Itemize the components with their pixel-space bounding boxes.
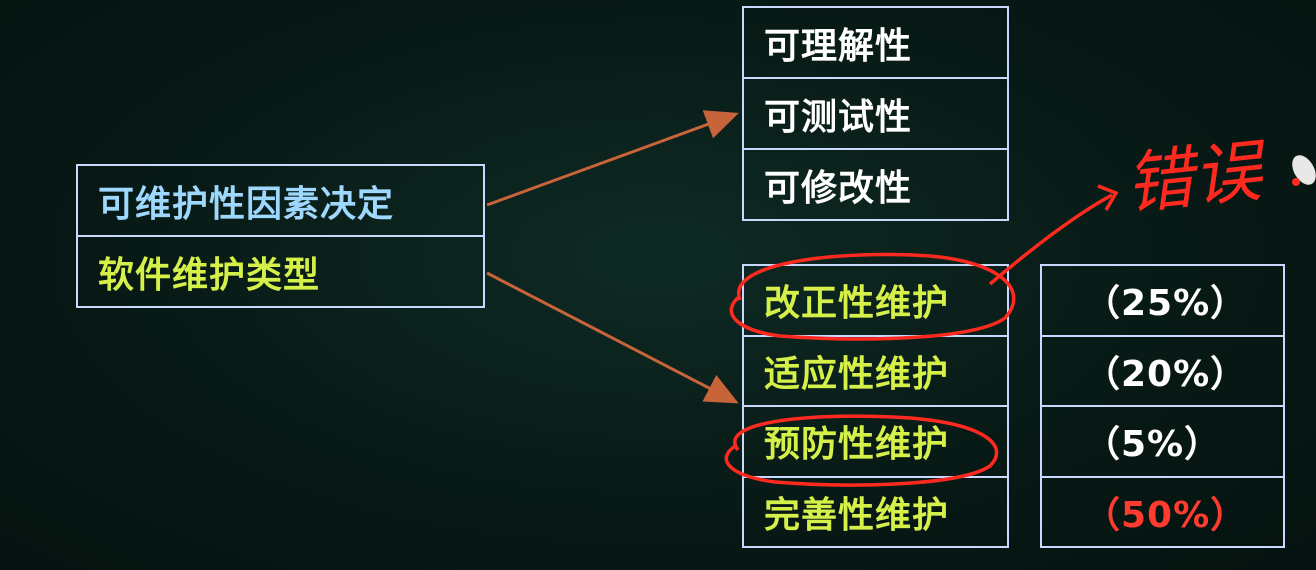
- percent-item: （25%）: [1042, 266, 1283, 337]
- factor-item: 可测试性: [744, 79, 1007, 150]
- type-label: 适应性维护: [764, 353, 950, 395]
- factor-item: 可修改性: [744, 150, 1007, 219]
- percent-value: （5%）: [1084, 424, 1222, 466]
- arrow-to-factors: [486, 110, 739, 207]
- type-item: 预防性维护: [744, 407, 1007, 478]
- type-label: 预防性维护: [764, 424, 950, 466]
- left-item-label: 软件维护类型: [98, 254, 321, 296]
- type-item: 适应性维护: [744, 337, 1007, 407]
- type-label: 改正性维护: [764, 283, 950, 325]
- percent-item: （5%）: [1042, 407, 1283, 478]
- percent-item-highlight: （50%）: [1042, 478, 1283, 547]
- left-item-maintenance-types: 软件维护类型: [78, 237, 483, 306]
- left-item-maintainability-factors: 可维护性因素决定: [78, 166, 483, 237]
- type-item: 完善性维护: [744, 478, 1007, 547]
- factor-label: 可测试性: [764, 96, 913, 138]
- percent-value: （20%）: [1084, 353, 1248, 395]
- handwritten-note: 错误: [1122, 131, 1272, 225]
- left-box: 可维护性因素决定 软件维护类型: [76, 164, 485, 308]
- factors-box: 可理解性 可测试性 可修改性: [742, 6, 1009, 221]
- pen-arrowhead: [1097, 184, 1119, 211]
- pen-arrow-to-note: [988, 193, 1113, 286]
- arrow-to-types: [486, 271, 739, 404]
- type-item: 改正性维护: [744, 266, 1007, 337]
- percent-box: （25%） （20%） （5%） （50%）: [1040, 264, 1285, 548]
- stylus-pointer-icon: [1292, 155, 1316, 186]
- circle-annotation-corrective: [729, 252, 1016, 341]
- type-label: 完善性维护: [764, 494, 950, 536]
- factor-label: 可修改性: [764, 167, 913, 209]
- circle-annotation-preventive: [724, 414, 999, 487]
- factor-label: 可理解性: [764, 25, 913, 67]
- percent-value: （50%）: [1084, 494, 1248, 536]
- types-box: 改正性维护 适应性维护 预防性维护 完善性维护: [742, 264, 1009, 548]
- percent-value: （25%）: [1084, 283, 1248, 325]
- factor-item: 可理解性: [744, 8, 1007, 79]
- left-item-label: 可维护性因素决定: [98, 183, 395, 225]
- percent-item: （20%）: [1042, 337, 1283, 407]
